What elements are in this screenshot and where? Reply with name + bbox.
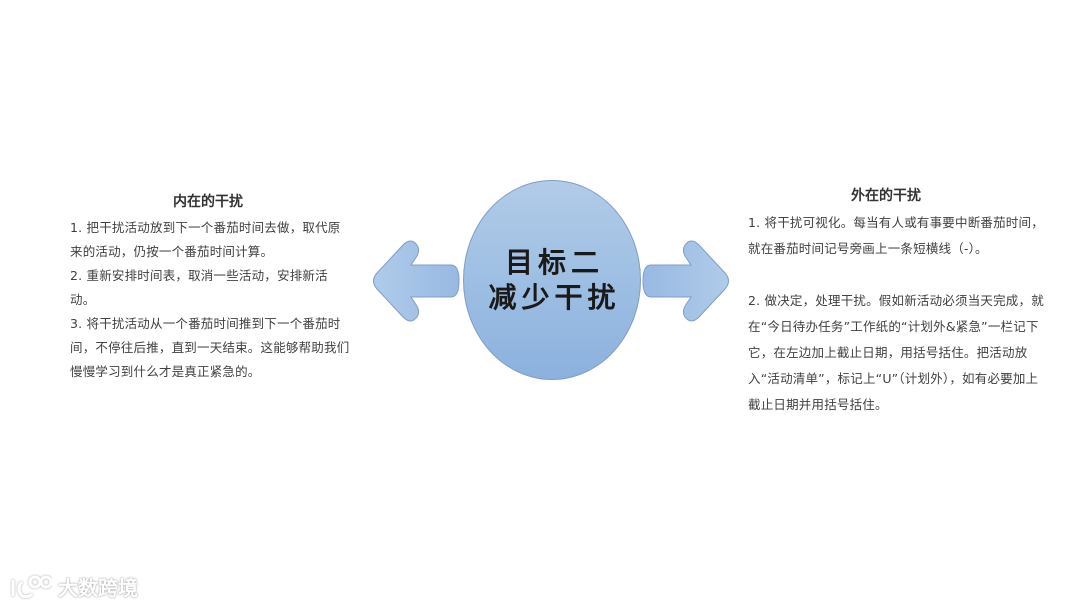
arrow-left-icon [373, 240, 460, 322]
internal-item-2: 2. 重新安排时间表，取消一些活动，安排新活动。 [70, 268, 328, 307]
paragraph-gap [748, 262, 1048, 288]
internal-interruptions-list: 1. 把干扰活动放到下一个番茄时间去做，取代原来的活动，仍按一个番茄时间计算。 … [70, 216, 350, 384]
internal-item-3: 3. 将干扰活动从一个番茄时间推到下一个番茄时间，不停往后推，直到一天结束。这能… [70, 316, 350, 379]
goal-title: 减少干扰 [488, 281, 621, 314]
100-logo-icon [11, 575, 52, 598]
external-item-2: 2. 做决定，处理干扰。假如新活动必须当天完成，就在“今日待办任务”工作纸的“计… [748, 293, 1044, 412]
goal-ellipse: 目标二 减少干扰 [463, 180, 641, 380]
internal-interruptions-panel: 内在的干扰 1. 把干扰活动放到下一个番茄时间去做，取代原来的活动，仍按一个番茄… [70, 192, 350, 384]
arrow-right-icon [642, 240, 729, 322]
external-interruptions-panel: 外在的干扰 1. 将干扰可视化。每当有人或有事要中断番茄时间，就在番茄时间记号旁… [748, 186, 1048, 418]
watermark-text: 大数跨境 [58, 576, 138, 600]
watermark: 大数跨境 [8, 572, 138, 601]
internal-interruptions-title: 内在的干扰 [173, 194, 243, 210]
external-item-1: 1. 将干扰可视化。每当有人或有事要中断番茄时间，就在番茄时间记号旁画上一条短横… [748, 215, 1044, 256]
external-interruptions-list: 1. 将干扰可视化。每当有人或有事要中断番茄时间，就在番茄时间记号旁画上一条短横… [748, 210, 1048, 418]
external-interruptions-title: 外在的干扰 [851, 188, 921, 204]
internal-item-1: 1. 把干扰活动放到下一个番茄时间去做，取代原来的活动，仍按一个番茄时间计算。 [70, 220, 341, 259]
goal-number: 目标二 [504, 246, 604, 279]
goal-diagram: 目标二 减少干扰 [366, 178, 736, 383]
